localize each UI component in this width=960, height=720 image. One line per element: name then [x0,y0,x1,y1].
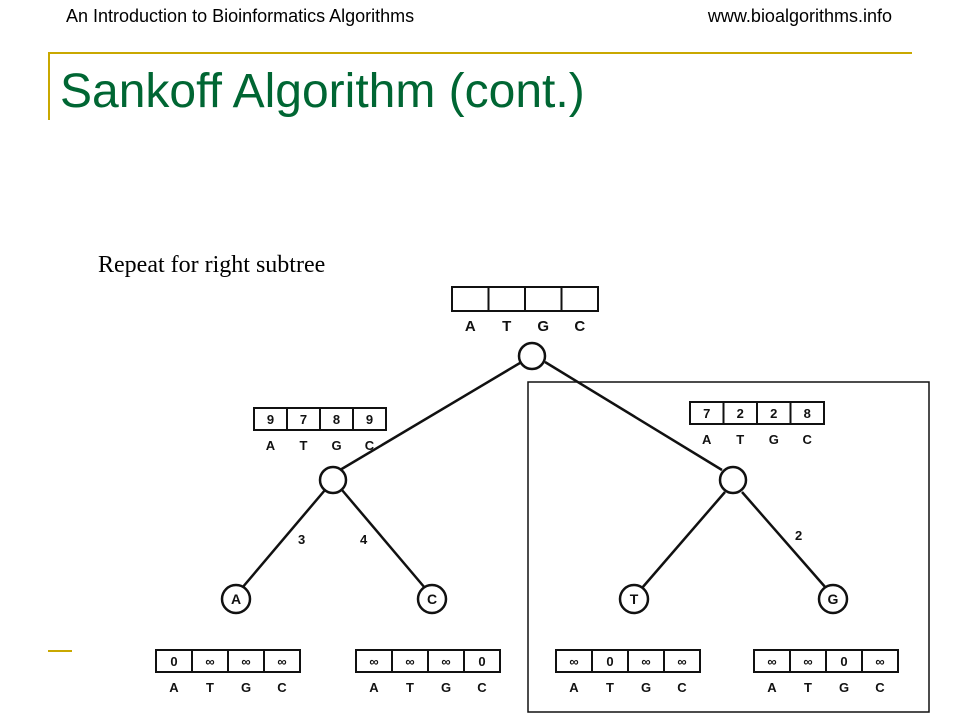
leaf-A-alphabet-label: A [169,680,179,695]
root-alphabet-label: G [537,318,549,335]
leaf-A-alphabet-label: G [241,680,251,695]
right-subtree-highlight [527,381,930,713]
leaf-A-score-value: ∞ [205,654,214,669]
leaf-label-C: C [427,591,437,607]
edge-label-2: 2 [795,528,802,543]
leaf-C-score-cell [463,649,501,673]
root-alphabet-label: C [574,318,585,335]
right-internal-score-value: 2 [737,406,744,421]
leaf-G-alphabet-label: A [767,680,777,695]
right-internal-alphabet-label: G [769,432,779,447]
leaf-node-T [618,583,650,615]
leaf-T-score-value: 0 [606,654,613,669]
right-internal-alphabet-label: C [803,432,813,447]
leaf-C-score-value: ∞ [405,654,414,669]
edge-label-4: 4 [360,532,368,547]
leaf-C-alphabet-label: A [369,680,379,695]
edge-left-C [341,489,426,589]
header-website: www.bioalgorithms.info [707,6,892,26]
leaf-label-T: T [630,591,639,607]
edge-root-left [339,358,526,472]
root-score-cell [487,286,526,312]
leaf-G-score-value: ∞ [803,654,812,669]
leaf-G-score-cell [861,649,899,673]
right-internal-score-value: 8 [804,406,811,421]
leaf-T-alphabet-label: G [641,680,651,695]
edge-left-A [241,489,326,589]
left-internal-score-value: 8 [333,412,340,427]
right-internal-score-cell [789,401,825,425]
right-internal-alphabet-label: T [736,432,744,447]
top-rule [48,52,912,54]
left-internal-score-value: 9 [366,412,373,427]
root-alphabet-label: T [502,318,511,335]
leaf-A-score-cell [263,649,301,673]
leaf-node-A [220,583,252,615]
leaf-T-alphabet-label: C [677,680,687,695]
slide-title: Sankoff Algorithm (cont.) [60,65,585,118]
leaf-A-alphabet-label: C [277,680,287,695]
leaf-C-score-value: 0 [478,654,485,669]
root-node [517,341,547,371]
leaf-T-score-value: ∞ [569,654,578,669]
header-course-title: An Introduction to Bioinformatics Algori… [66,6,415,26]
left-internal-score-cell [352,407,387,431]
right-internal-alphabet-label: A [702,432,712,447]
root-alphabet-label: A [465,318,476,335]
left-internal-score-value: 9 [267,412,274,427]
leaf-label-A: A [231,591,241,607]
leaf-T-alphabet-label: A [569,680,579,695]
left-internal-alphabet-label: C [365,438,375,453]
leaf-A-score-value: ∞ [277,654,286,669]
left-internal-alphabet-label: G [331,438,341,453]
left-rule [48,52,50,120]
edge-right-G [741,491,827,589]
leaf-A-score-value: 0 [170,654,177,669]
root-score-cell [451,286,490,312]
leaf-C-alphabet-label: T [406,680,414,695]
bottom-rule [48,650,72,652]
edge-label-3: 3 [298,532,305,547]
leaf-G-alphabet-label: G [839,680,849,695]
right-internal-node [718,465,748,495]
leaf-C-alphabet-label: G [441,680,451,695]
leaf-node-G [817,583,849,615]
edge-right-T [641,491,726,589]
leaf-C-score-value: ∞ [369,654,378,669]
left-internal-node [318,465,348,495]
right-internal-score-value: 2 [770,406,777,421]
leaf-T-score-value: ∞ [677,654,686,669]
left-internal-score-value: 7 [300,412,307,427]
root-score-cell [524,286,563,312]
leaf-T-score-cell [663,649,701,673]
leaf-label-G: G [828,591,839,607]
leaf-T-score-value: ∞ [641,654,650,669]
leaf-A-alphabet-label: T [206,680,214,695]
leaf-G-score-value: ∞ [767,654,776,669]
leaf-T-alphabet-label: T [606,680,614,695]
leaf-C-alphabet-label: C [477,680,487,695]
leaf-C-score-value: ∞ [441,654,450,669]
leaf-G-score-value: 0 [840,654,847,669]
right-internal-score-value: 7 [703,406,710,421]
subtitle-text: Repeat for right subtree [98,252,326,278]
edge-root-right [544,360,723,472]
left-internal-alphabet-label: T [300,438,308,453]
leaf-A-score-value: ∞ [241,654,250,669]
left-internal-alphabet-label: A [266,438,276,453]
leaf-G-alphabet-label: T [804,680,812,695]
leaf-G-alphabet-label: C [875,680,885,695]
root-score-cell [560,286,599,312]
leaf-G-score-value: ∞ [875,654,884,669]
leaf-node-C [416,583,448,615]
